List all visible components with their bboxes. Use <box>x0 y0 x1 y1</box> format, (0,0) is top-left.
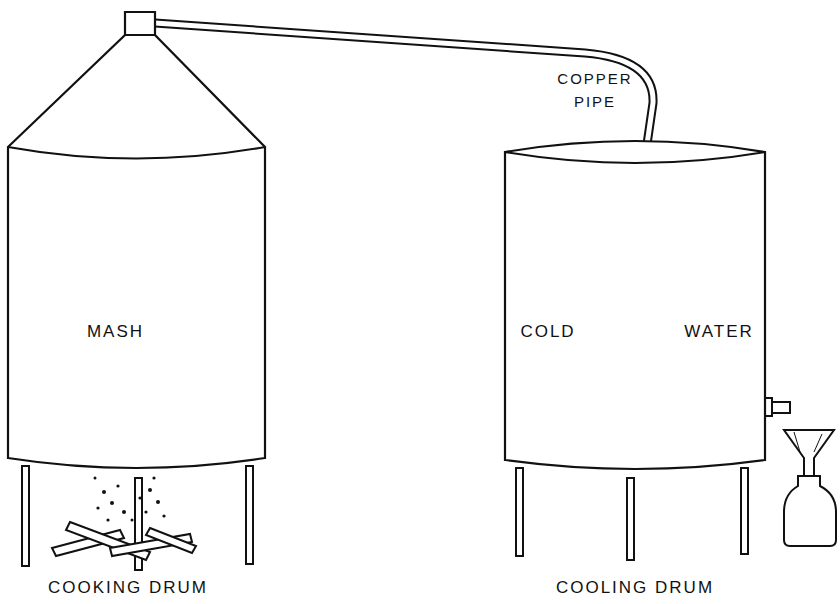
cooking-drum: MASHCOOKING DRUM <box>8 12 265 470</box>
collecting-jug <box>784 476 836 546</box>
cooking-drum-legs <box>22 466 253 570</box>
cooling-drum: COLDWATERCOOLING DRUM <box>505 130 765 475</box>
pipe-label: COPPER PIPE <box>553 67 637 114</box>
drum-content-label: WATER <box>675 322 763 342</box>
drum-name-label: COOLING DRUM <box>515 578 755 598</box>
drum-content-label: COLD <box>515 322 581 342</box>
drum-rim <box>8 35 265 159</box>
drum-rim <box>505 152 765 163</box>
drum-name-label: COOKING DRUM <box>8 578 248 598</box>
funnel <box>784 430 834 476</box>
drum-body <box>8 12 265 468</box>
drum-body <box>505 141 765 469</box>
fire <box>52 476 196 560</box>
cooling-drum-legs <box>516 468 748 560</box>
drum-content-label: MASH <box>8 322 223 342</box>
cooking-drum-outline <box>8 12 265 470</box>
cooling-drum-outline <box>505 130 765 475</box>
